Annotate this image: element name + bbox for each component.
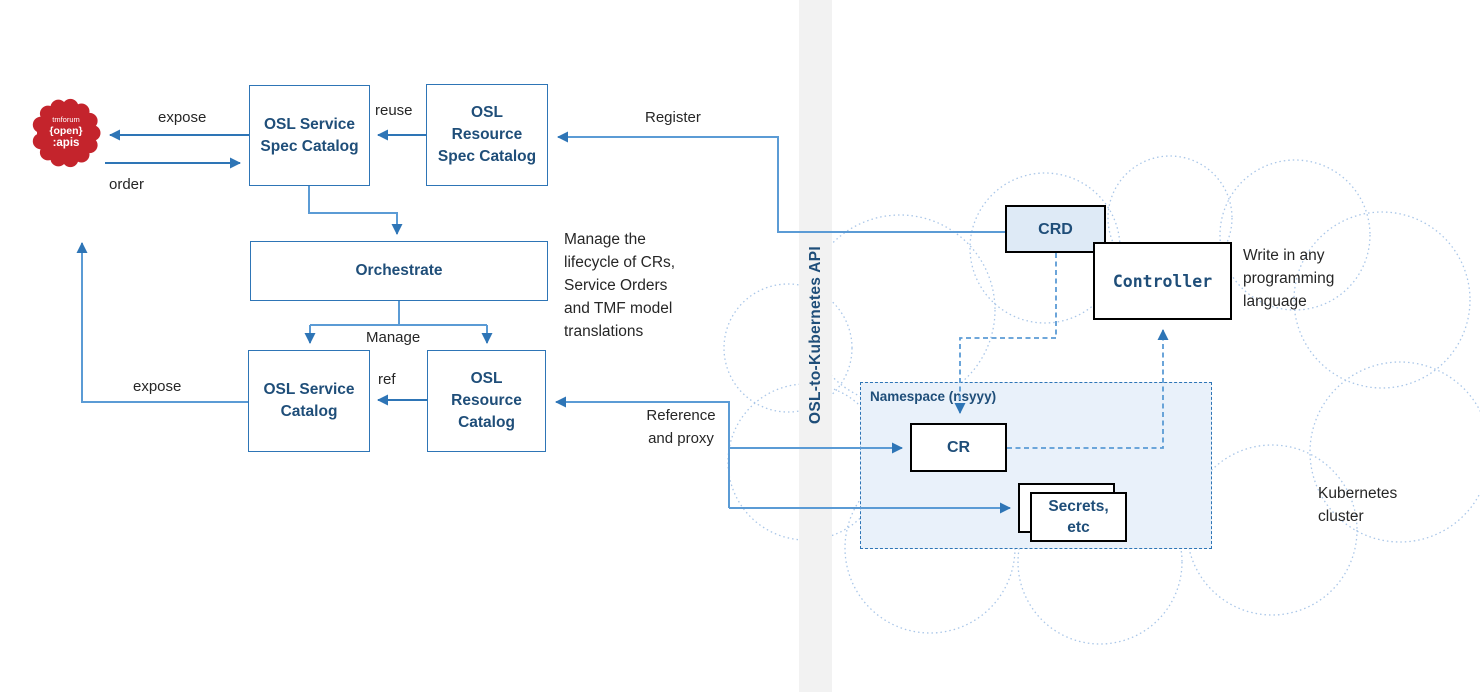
crd-box: CRD [1005,205,1106,253]
expose-bottom-label: expose [133,378,182,395]
tmforum-open-apis-logo-icon: tmforum {open} :apis [32,98,101,168]
register-label: Register [645,109,701,126]
kubernetes-cluster-label: Kubernetes cluster [1318,485,1398,525]
osl-service-catalog-box: OSL Service Catalog [248,350,370,452]
secrets-box-front: Secrets, etc [1030,492,1127,542]
osl-resource-spec-catalog-box: OSL Resource Spec Catalog [426,84,548,186]
namespace-label: Namespace (nsyyy) [870,389,997,404]
osl-service-spec-catalog-box: OSL Service Spec Catalog [249,85,370,186]
osl-resource-catalog-box: OSL Resource Catalog [427,350,546,452]
logo-text-tmforum: tmforum [52,115,80,124]
reuse-label: reuse [375,102,413,119]
osl-to-kubernetes-api-label: OSL-to-Kubernetes API [806,246,824,424]
order-label: order [109,176,145,193]
logo-text-apis: :apis [53,137,80,149]
write-any-language-note: Write in any programming language [1243,247,1335,310]
manage-lifecycle-note: Manage the lifecycle of CRs, Service Ord… [564,231,676,340]
osl-to-kubernetes-api-bar [799,0,832,692]
expose-top-label: expose [158,109,207,126]
register-connector [557,131,1005,233]
logo-text-open: {open} [49,125,82,137]
spec-to-orchestrate-connector [308,186,403,235]
manage-label: Manage [366,329,421,346]
controller-box: Controller [1093,242,1232,320]
cr-box: CR [910,423,1007,472]
logo-body [37,104,95,162]
reference-and-proxy-label: Reference and proxy [646,407,716,447]
orchestrate-box: Orchestrate [250,241,548,301]
ref-label: ref [378,371,396,388]
